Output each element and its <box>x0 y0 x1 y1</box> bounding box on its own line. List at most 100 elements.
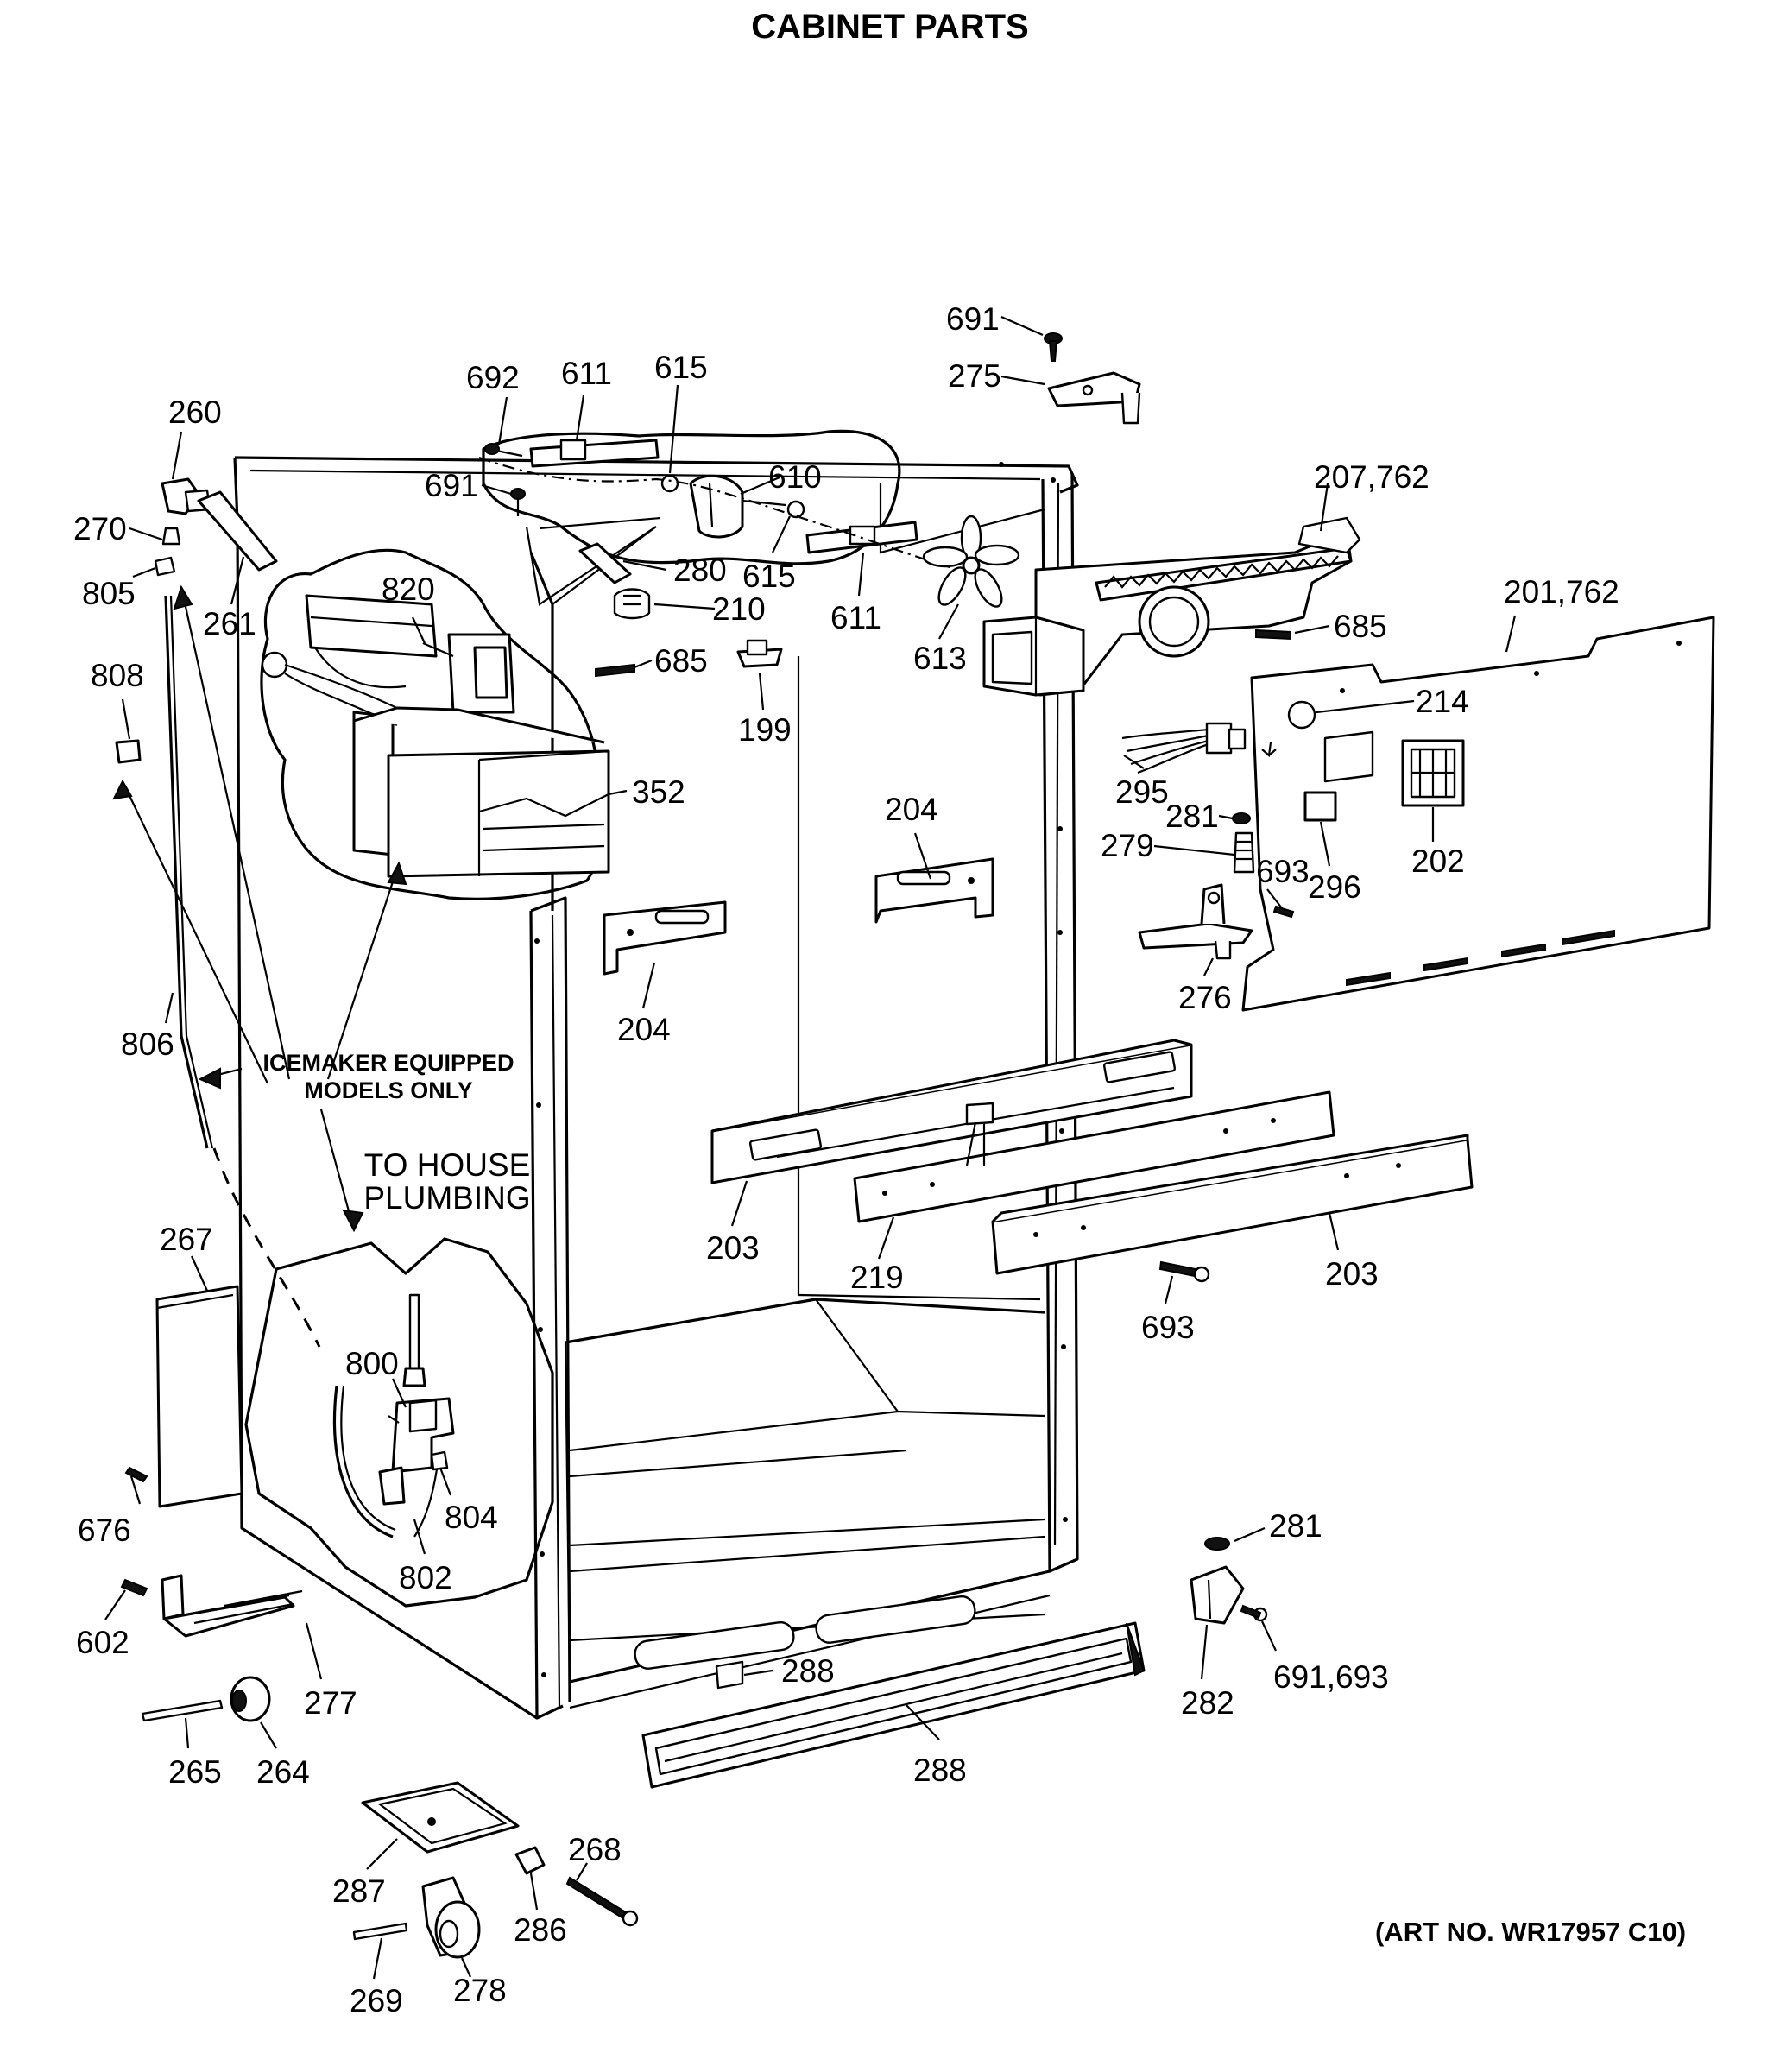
callout-label: 611 <box>830 600 881 635</box>
screw-691-693 <box>1240 1604 1268 1622</box>
callout-label: 269 <box>350 1983 403 2018</box>
fitting-260 <box>161 477 211 515</box>
callout-label: 281 <box>1165 799 1219 834</box>
callout-label: 214 <box>1416 684 1469 719</box>
screw-691-mid <box>510 488 526 500</box>
top-hinge-275 <box>1047 371 1141 425</box>
callout-label: 202 <box>1411 843 1465 879</box>
callout-label: 203 <box>1325 1256 1379 1292</box>
callout-label: 692 <box>466 360 520 395</box>
callout-label: 276 <box>1178 980 1232 1015</box>
callout-label: 265 <box>168 1754 222 1790</box>
tube-280 <box>578 542 632 584</box>
plumbing-note-line2: PLUMBING <box>363 1180 530 1216</box>
callout-label: 615 <box>654 350 708 385</box>
fitting-804 <box>430 1450 449 1471</box>
tube-261 <box>197 490 278 572</box>
callout-label: 288 <box>781 1653 835 1689</box>
callout-label: 806 <box>121 1027 174 1062</box>
callout-label: 270 <box>73 511 127 546</box>
callout-label: 613 <box>913 641 967 676</box>
callout-label: 280 <box>673 553 727 588</box>
callout-label: 264 <box>256 1754 310 1790</box>
arrow-to-805 <box>180 586 291 1080</box>
screw-693-upper <box>1272 905 1295 919</box>
callout-label: 219 <box>850 1260 904 1295</box>
icemaker-assembly <box>261 594 610 878</box>
callout-label: 210 <box>712 591 766 627</box>
callout-label: 261 <box>203 606 256 641</box>
arrow-to-808 <box>122 780 268 1084</box>
grille-288 <box>641 1621 1146 1789</box>
callout-label: 685 <box>1334 609 1387 644</box>
bracket-282 <box>1190 1565 1245 1625</box>
callout-label: 260 <box>168 395 222 430</box>
callout-label: 204 <box>617 1012 671 1047</box>
callout-label: 693 <box>1141 1310 1195 1345</box>
cap-808 <box>115 739 142 764</box>
callout-label: 288 <box>913 1753 967 1788</box>
hinge-276 <box>1138 883 1253 960</box>
hinge-pin-279 <box>1233 831 1255 874</box>
plate-287 <box>361 1781 520 1854</box>
supply-pipe <box>408 1293 420 1370</box>
callout-label: 676 <box>78 1513 131 1548</box>
callout-label: 287 <box>332 1873 386 1909</box>
callout-label: 685 <box>654 643 708 679</box>
fan-motor-group <box>478 439 1020 608</box>
callout-label: 808 <box>91 658 144 693</box>
evaporator-cover <box>982 516 1361 697</box>
wire-harness <box>1121 722 1247 774</box>
callout-label: 800 <box>345 1346 399 1381</box>
bracket-802 <box>378 1466 406 1506</box>
lamp-socket-210 <box>613 588 651 620</box>
callout-label: 295 <box>1115 774 1169 810</box>
water-tube <box>333 1385 394 1538</box>
callout-label: 691,693 <box>1273 1659 1389 1695</box>
callout-label: 691 <box>425 468 478 503</box>
callout-label: 352 <box>632 774 685 810</box>
clip-805 <box>154 556 176 577</box>
screw-602 <box>120 1578 148 1597</box>
callout-label: 199 <box>738 712 792 748</box>
bracket-204-left <box>603 900 727 976</box>
bracket-277 <box>161 1574 303 1638</box>
callout-label: 268 <box>568 1832 622 1867</box>
screw-685-right <box>1255 629 1291 641</box>
bracket-204-right <box>874 857 994 924</box>
callout-label: 279 <box>1101 828 1154 863</box>
cover-panel-267 <box>155 1285 243 1508</box>
callout-label: 277 <box>304 1685 357 1721</box>
screw-693-lower <box>1158 1260 1210 1283</box>
pin-269 <box>352 1922 408 1941</box>
rail-203-upper <box>710 1039 1193 1184</box>
callout-label: 602 <box>76 1625 129 1660</box>
screw-676 <box>124 1466 148 1483</box>
callout-label: 802 <box>399 1560 452 1595</box>
washer-281 <box>1232 812 1251 824</box>
washer-281-lower <box>1204 1537 1230 1551</box>
icemaker-cutaway <box>260 548 603 900</box>
callout-label: 691 <box>946 301 1000 337</box>
callout-label: 296 <box>1308 869 1361 905</box>
callout-labels: 691 275 692 611 615 610 260 691 207,762 … <box>73 301 1619 2018</box>
callout-label: 610 <box>768 459 822 495</box>
callout-label: 282 <box>1181 1685 1234 1721</box>
axle-265 <box>141 1699 224 1722</box>
bolt-268 <box>565 1876 628 1920</box>
callout-label: 201,762 <box>1504 574 1619 610</box>
roller-264 <box>230 1676 271 1722</box>
water-line-806 <box>164 595 209 1149</box>
water-line-dashed <box>212 1147 321 1348</box>
nut-270 <box>161 527 181 546</box>
callout-label: 278 <box>453 1973 507 2008</box>
page-title: CABINET PARTS <box>751 8 1028 46</box>
callout-label: 207,762 <box>1314 459 1430 495</box>
clip-288 <box>715 1660 744 1690</box>
callout-label: 286 <box>514 1912 567 1948</box>
callout-label: 804 <box>445 1500 498 1535</box>
bushing-286 <box>514 1846 546 1875</box>
rail-219 <box>853 1090 1335 1223</box>
